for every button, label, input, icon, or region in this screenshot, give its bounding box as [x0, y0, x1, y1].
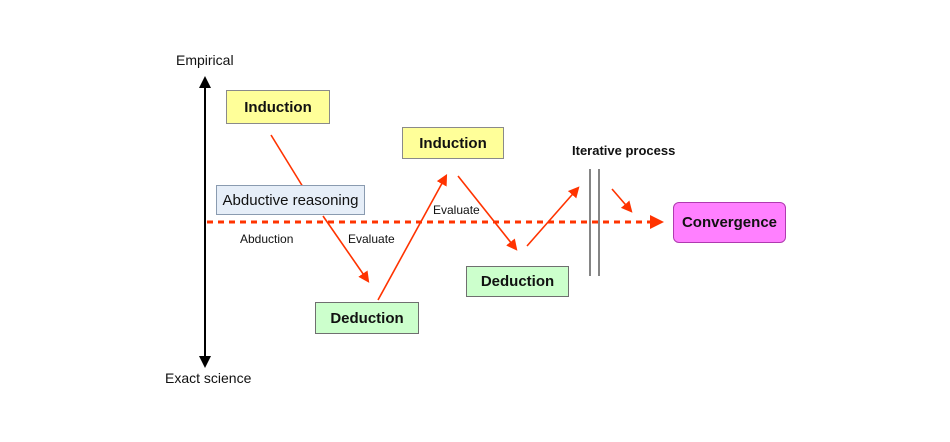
evaluate-label-2: Evaluate — [433, 203, 480, 217]
axis-bottom-label: Exact science — [165, 370, 252, 386]
arrow-iterative-to-convergence — [611, 188, 633, 213]
arrow-induction-to-deduction — [457, 175, 518, 251]
arrow-deduction-to-iterative — [526, 186, 580, 247]
deduction-box-1: Deduction — [315, 302, 419, 334]
arrow-abductive-to-deduction — [322, 215, 370, 283]
convergence-box: Convergence — [673, 202, 786, 243]
iterative-process-label: Iterative process — [572, 143, 676, 158]
induction-box-2: Induction — [402, 127, 504, 159]
baseline-arrowhead — [650, 215, 664, 229]
evaluate-label-1: Evaluate — [348, 232, 395, 246]
arrow-induction-to-abductive — [270, 134, 304, 188]
induction-box-1: Induction — [226, 90, 330, 124]
abduction-label: Abduction — [240, 232, 294, 246]
axis-top-label: Empirical — [176, 52, 234, 68]
arrow-deduction-to-induction — [377, 174, 448, 301]
deduction-box-2: Deduction — [466, 266, 569, 297]
abductive-reasoning-box: Abductive reasoning — [216, 185, 365, 215]
